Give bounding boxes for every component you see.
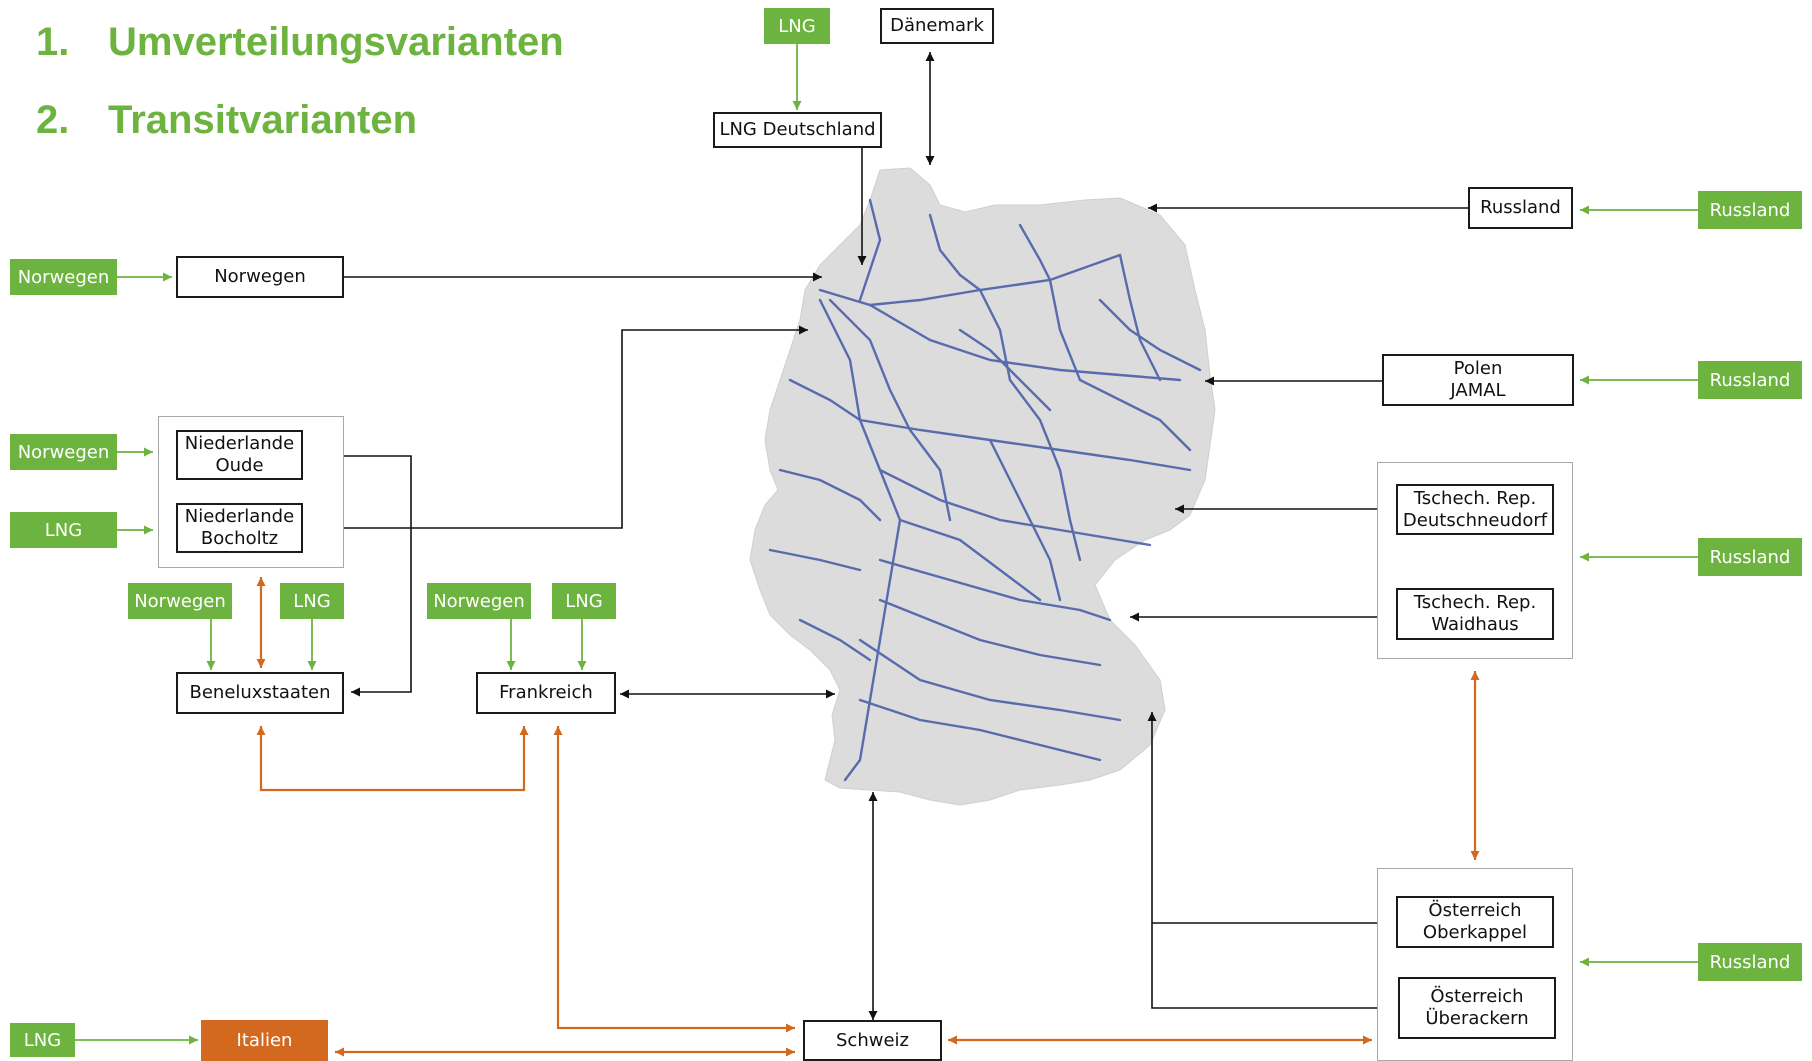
source-lng-italien: LNG bbox=[10, 1023, 75, 1057]
source-label: Russland bbox=[1709, 369, 1791, 391]
germany-map bbox=[749, 167, 1216, 806]
source-label: Russland bbox=[1709, 951, 1791, 973]
box-label: Beneluxstaaten bbox=[189, 682, 331, 703]
source-label: Norwegen bbox=[134, 590, 226, 612]
box-label-line-2: Oude bbox=[215, 455, 264, 476]
source-norwegen-1: Norwegen bbox=[10, 259, 117, 295]
pipeline-network bbox=[768, 198, 1202, 782]
box-tschech-deutschneudorf: Tschech. Rep. Deutschneudorf bbox=[1396, 484, 1554, 535]
source-lng-top: LNG bbox=[764, 8, 830, 44]
box-label-line-2: Waidhaus bbox=[1431, 614, 1519, 635]
box-label-line-2: Bocholtz bbox=[200, 528, 279, 549]
source-label: LNG bbox=[23, 1029, 62, 1051]
source-label: LNG bbox=[778, 15, 816, 37]
box-label-line-1: Niederlande bbox=[184, 506, 295, 527]
box-label: Norwegen bbox=[214, 266, 306, 287]
box-label-line-2: Oberkappel bbox=[1422, 922, 1528, 943]
heading-text: Transitvarianten bbox=[108, 98, 418, 142]
source-lng-fr: LNG bbox=[552, 583, 616, 619]
box-label-line-2: JAMAL bbox=[1450, 380, 1506, 401]
box-label: LNG Deutschland bbox=[719, 119, 876, 140]
box-russland: Russland bbox=[1468, 187, 1573, 229]
box-label: Frankreich bbox=[499, 682, 593, 703]
source-russland-1: Russland bbox=[1698, 191, 1802, 229]
heading-umverteilungsvarianten: 1. Umverteilungsvarianten bbox=[36, 20, 564, 65]
source-italien: Italien bbox=[201, 1020, 328, 1061]
arrow-bocholtz-map bbox=[302, 325, 808, 529]
box-daenemark: Dänemark bbox=[880, 8, 994, 44]
box-label: Dänemark bbox=[890, 15, 984, 36]
box-label-line-1: Österreich bbox=[1428, 900, 1522, 921]
box-label: Russland bbox=[1480, 197, 1561, 218]
box-label-line-1: Tschech. Rep. bbox=[1413, 592, 1537, 613]
arrow-map-oesterreich bbox=[1152, 712, 1392, 1009]
source-lng-benelux: LNG bbox=[280, 583, 344, 619]
source-label: Russland bbox=[1709, 546, 1791, 568]
source-label: Norwegen bbox=[17, 441, 110, 463]
heading-number: 1. bbox=[36, 20, 70, 64]
box-polen-jamal: Polen JAMAL bbox=[1382, 354, 1574, 406]
source-norwegen-fr: Norwegen bbox=[427, 583, 531, 619]
source-label: Italien bbox=[236, 1030, 293, 1051]
box-label-line-1: Österreich bbox=[1430, 986, 1524, 1007]
source-russland-4: Russland bbox=[1698, 943, 1802, 981]
box-niederlande-oude: Niederlande Oude bbox=[176, 430, 303, 480]
source-russland-2: Russland bbox=[1698, 361, 1802, 399]
source-label: Russland bbox=[1709, 199, 1791, 221]
box-label-line-1: Tschech. Rep. bbox=[1413, 487, 1537, 509]
source-label: LNG bbox=[44, 519, 83, 541]
box-label-line-2: Überackern bbox=[1425, 1008, 1529, 1029]
source-lng-nl: LNG bbox=[10, 512, 117, 548]
orange-arrow-benelux-frankreich bbox=[256, 726, 529, 792]
box-lng-deutschland: LNG Deutschland bbox=[713, 112, 882, 148]
arrow-oude-benelux bbox=[307, 451, 412, 697]
source-label: LNG bbox=[565, 590, 603, 612]
orange-arrow-frankreich-schweiz bbox=[553, 726, 795, 1033]
source-label: LNG bbox=[293, 590, 331, 612]
heading-text: Umverteilungsvarianten bbox=[108, 20, 564, 64]
source-label: Norwegen bbox=[433, 590, 525, 612]
box-tschech-waidhaus: Tschech. Rep. Waidhaus bbox=[1396, 588, 1554, 640]
box-oesterreich-oberkappel: Österreich Oberkappel bbox=[1396, 896, 1554, 948]
box-label-line-2: Deutschneudorf bbox=[1402, 509, 1548, 531]
box-beneluxstaaten: Beneluxstaaten bbox=[176, 672, 344, 714]
source-russland-3: Russland bbox=[1698, 538, 1802, 576]
box-frankreich: Frankreich bbox=[476, 672, 616, 714]
heading-transitvarianten: 2. Transitvarianten bbox=[36, 98, 417, 143]
box-label: Schweiz bbox=[836, 1029, 909, 1051]
box-label-line-1: Niederlande bbox=[184, 433, 295, 454]
box-oesterreich-ueberackern: Österreich Überackern bbox=[1398, 977, 1556, 1039]
box-schweiz: Schweiz bbox=[803, 1020, 942, 1061]
source-norwegen-2: Norwegen bbox=[10, 434, 117, 470]
source-norwegen-benelux: Norwegen bbox=[128, 583, 232, 619]
box-niederlande-bocholtz: Niederlande Bocholtz bbox=[176, 503, 303, 553]
source-label: Norwegen bbox=[17, 266, 110, 288]
box-norwegen: Norwegen bbox=[176, 256, 344, 298]
box-label-line-1: Polen bbox=[1453, 358, 1503, 379]
heading-number: 2. bbox=[36, 98, 70, 142]
